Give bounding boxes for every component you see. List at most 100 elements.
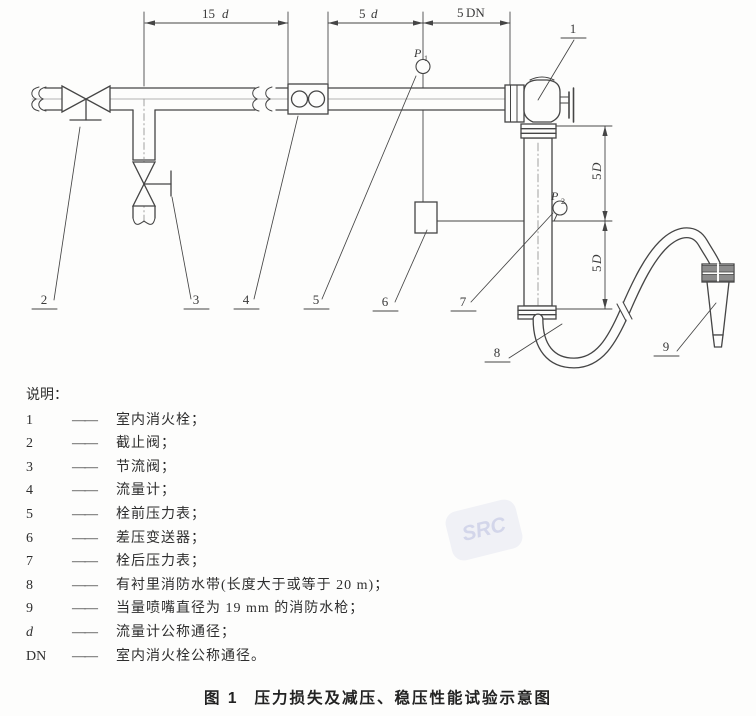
legend-item-3: 3 —— 节流阀； [26,456,740,480]
pipe-break-left [38,86,47,112]
diff-pressure-transmitter [414,201,613,234]
dim-5d-value: 5 [359,6,366,21]
legend-item-d: d —— 流量计公称通径； [26,621,740,645]
dim-15d-value: 15 [202,6,215,21]
hydrant-inlet-flange [504,84,525,123]
legend-text: 栓后压力表； [116,554,206,570]
riser-pipe [523,137,553,317]
dim-5D-upper-label: 5 D [589,162,604,180]
dim-15d-unit: d [222,6,229,21]
figure-title: 压力损失及减压、稳压性能试验示意图 [254,690,552,707]
legend-item-6: 6 —— 差压变送器； [26,527,740,551]
legend-text: 流量计公称通径； [116,624,236,640]
indoor-hydrant [504,76,575,139]
diagram-labels: 15 d 5 d 5 DN 5 D 5 D P 1 P 2 1 2 3 4 5 … [41,5,670,360]
callout-1: 1 [570,21,577,36]
legend-text: 差压变送器； [116,530,206,546]
legend-text: 栓前压力表； [116,506,206,522]
p1-label: P [413,46,422,60]
legend-dash: —— [72,436,98,452]
legend-text: 当量喷嘴直径为 19 mm 的消防水枪； [116,601,365,617]
flow-meter [287,83,329,115]
legend-key: 8 [26,577,33,593]
legend-dash: —— [72,483,98,499]
legend-dash: —— [72,577,98,593]
dim-5D-lower-unit: D [589,254,604,265]
p1-sub: 1 [424,54,428,63]
legend-item-8: 8 —— 有衬里消防水带(长度大于或等于 20 m)； [26,574,740,598]
hydrant-outlet-coupling [520,123,557,139]
legend-text: 节流阀； [116,459,176,475]
legend-dash: —— [72,624,98,640]
dimension-arrowheads [145,20,510,26]
p2-sub: 2 [561,197,565,206]
legend-key: 1 [26,412,33,428]
callout-2: 2 [41,292,48,307]
nozzle-tip [712,334,724,348]
callout-7: 7 [460,294,467,309]
legend-key: 4 [26,483,33,499]
dim-5dn-value: 5 [457,5,464,20]
callout-8: 8 [494,345,501,360]
legend-text: 有衬里消防水带(长度大于或等于 20 m)； [116,577,390,593]
legend-dash: —— [72,412,98,428]
dim-5D-upper-value: 5 [589,174,604,181]
legend-item-2: 2 —— 截止阀； [26,432,740,456]
legend-key: 2 [26,436,33,452]
legend-key: 5 [26,506,33,522]
legend-text: 截止阀； [116,436,176,452]
callout-underlines [31,37,680,363]
p2-label: P [550,189,559,203]
legend-dash: —— [72,554,98,570]
legend-item-7: 7 —— 栓后压力表； [26,550,740,574]
legend-text: 流量计； [116,483,176,499]
legend-item-dn: DN —— 室内消火栓公称通径。 [26,645,740,669]
throttle-valve [131,161,172,225]
hose-break-mark [616,300,633,323]
dimension-arrowheads-vertical [602,126,608,309]
dim-5dn-unit: DN [466,5,485,20]
legend-header: 说明： [26,388,68,403]
legend-item-9: 9 —— 当量喷嘴直径为 19 mm 的消防水枪； [26,597,740,621]
dim-5D-lower-label: 5 D [589,254,604,272]
legend-item-1: 1 —— 室内消火栓； [26,409,740,433]
hydrant-handwheel [559,87,575,123]
callout-9: 9 [663,339,670,354]
legend-item-5: 5 —— 栓前压力表； [26,503,740,527]
branch-pipe-open-end [132,217,156,225]
callout-3: 3 [193,292,200,307]
gauge-p2 [552,200,568,222]
gauge-p1 [415,57,431,203]
dim-5D-upper-unit: D [589,162,604,173]
callout-5: 5 [313,292,320,307]
callout-leaders [53,39,717,359]
legend-key: 6 [26,530,33,546]
legend-text: 室内消火栓公称通径。 [116,648,266,664]
dim-5d-unit: d [371,6,378,21]
callout-4: 4 [243,292,250,307]
legend-key: 3 [26,459,33,475]
test-rig-diagram: 15 d 5 d 5 DN 5 D 5 D P 1 P 2 1 2 3 4 5 … [31,5,735,369]
callout-6: 6 [382,294,389,309]
legend-dash: —— [72,601,98,617]
legend-item-4: 4 —— 流量计； [26,479,740,503]
dim-5D-lower-value: 5 [589,266,604,273]
legend-dash: —— [72,648,98,664]
figure-number: 图 1 [204,690,239,707]
legend-dash: —— [72,506,98,522]
legend-dash: —— [72,459,98,475]
legend-key: DN [26,648,47,664]
legend-key: 9 [26,601,33,617]
legend-key: 7 [26,554,33,570]
legend-dash: —— [72,530,98,546]
fire-hose [532,227,722,369]
figure-caption: 图 1 压力损失及减压、稳压性能试验示意图 [0,686,756,708]
pipe-break-mid [252,86,260,112]
fire-nozzle [701,263,735,348]
stop-valve [61,84,111,121]
extension-lines [143,11,613,310]
legend-key: d [26,624,33,640]
nozzle-cone [706,281,730,336]
legend-text: 室内消火栓； [116,412,206,428]
